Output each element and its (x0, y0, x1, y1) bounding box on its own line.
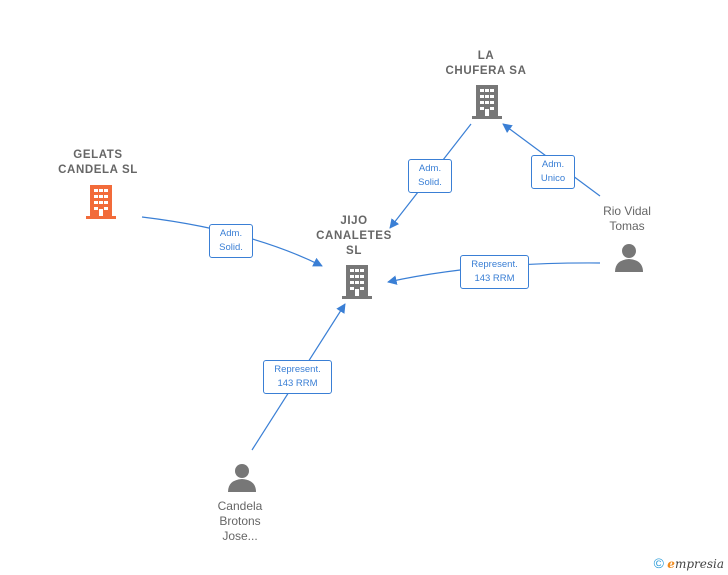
edge-label-chufera-jijo[interactable]: Adm. Solid. (408, 159, 452, 193)
edge-label-candela-jijo[interactable]: Represent. 143 RRM (263, 360, 332, 394)
brand-logo-initial: e (667, 557, 675, 571)
building-icon[interactable] (472, 85, 502, 119)
copyright-icon: © (653, 555, 664, 571)
building-icon[interactable] (342, 265, 372, 299)
building-icon[interactable] (86, 185, 116, 219)
node-label-jijo-canaletes[interactable]: JIJO CANALETES SL (316, 215, 392, 257)
node-label-gelats-candela[interactable]: GELATS CANDELA SL (58, 149, 138, 176)
person-icon[interactable] (227, 463, 257, 493)
brand-logo-text: mpresia (674, 557, 724, 571)
edge-label-rio-jijo[interactable]: Represent. 143 RRM (460, 255, 529, 289)
node-label-rio-vidal[interactable]: Rio Vidal Tomas (603, 204, 651, 233)
edge-label-rio-chufera[interactable]: Adm. Unico (531, 155, 575, 189)
edge-label-gelats-jijo[interactable]: Adm. Solid. (209, 224, 253, 258)
brand-footer: © empresia (654, 555, 724, 571)
node-label-la-chufera[interactable]: LA CHUFERA SA (445, 50, 527, 77)
person-icon[interactable] (614, 243, 644, 273)
node-label-candela-brotons[interactable]: Candela Brotons Jose... (217, 499, 263, 543)
